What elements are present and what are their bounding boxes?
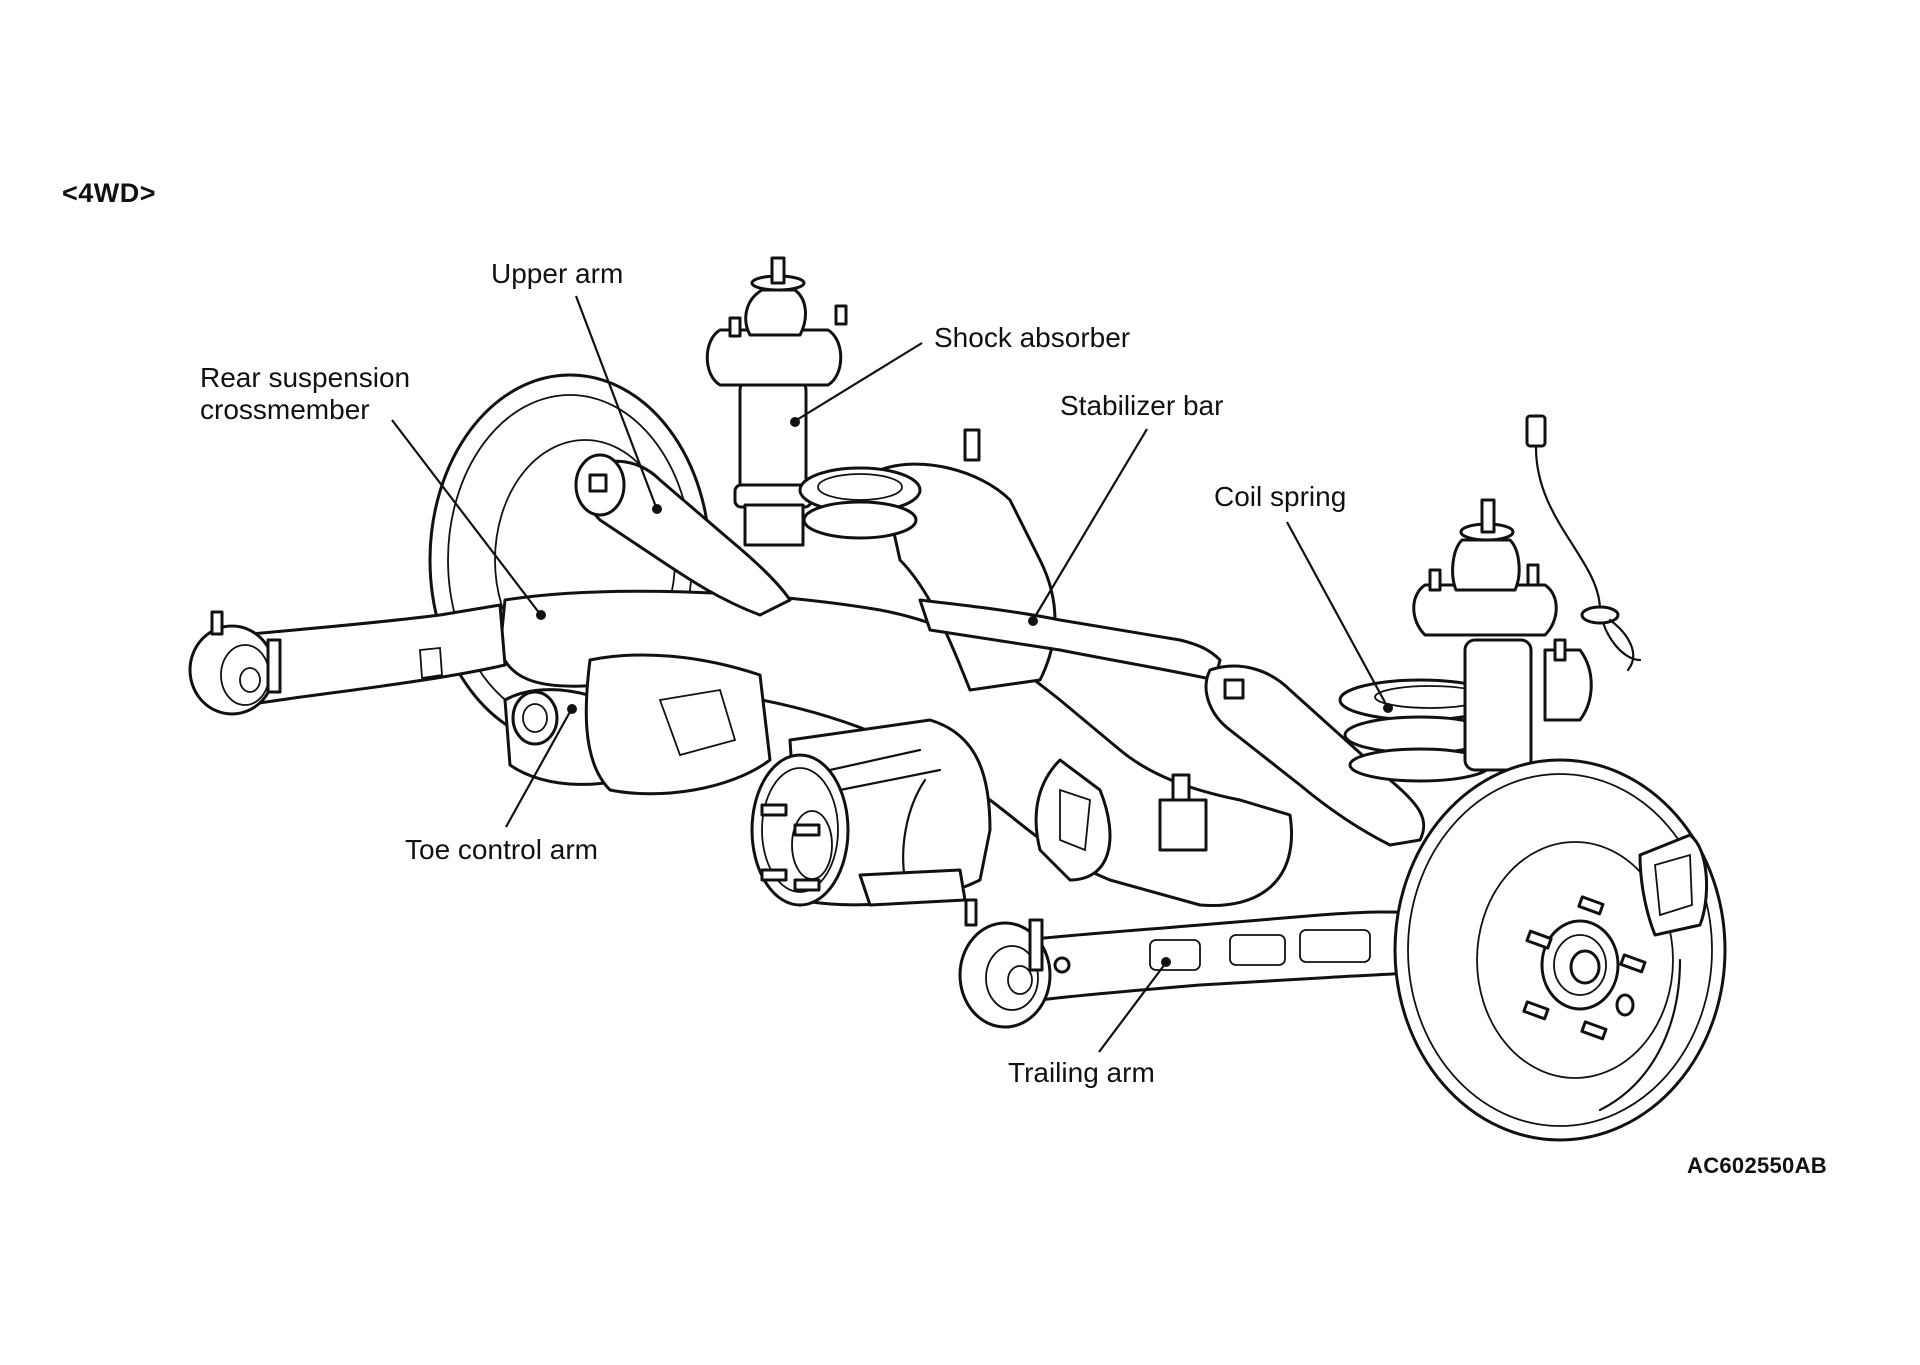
abs-sensor bbox=[1525, 414, 1642, 722]
label-trailing-arm: Trailing arm bbox=[1008, 1057, 1155, 1088]
stabilizer-bar-part bbox=[918, 428, 1222, 682]
leader-dot-coil-spring bbox=[1383, 703, 1393, 713]
right-brake-disc bbox=[1393, 758, 1727, 1142]
leader-dot-toe-control-arm bbox=[567, 704, 577, 714]
leader-crossmember bbox=[391, 419, 541, 615]
leader-shock-absorber bbox=[794, 342, 923, 422]
differential-part bbox=[750, 718, 992, 907]
label-upper-arm: Upper arm bbox=[491, 258, 624, 289]
right-coil-spring bbox=[1338, 678, 1502, 783]
leader-dot-stabilizer-bar bbox=[1028, 616, 1038, 626]
leader-dot-trailing-arm bbox=[1161, 957, 1171, 967]
right-upper-arm bbox=[1204, 664, 1426, 847]
label-coil-spring: Coil spring bbox=[1214, 481, 1347, 512]
trailing-arm-part bbox=[958, 898, 1442, 1029]
leader-stabilizer-bar bbox=[1032, 428, 1148, 621]
leader-dot-shock-absorber bbox=[790, 417, 800, 427]
upper-arm-part bbox=[574, 453, 792, 617]
label-toe-control-arm: Toe control arm bbox=[405, 834, 598, 865]
left-coil-spring bbox=[798, 466, 922, 540]
label-shock-absorber: Shock absorber bbox=[934, 322, 1131, 353]
label-rear-suspension-crossmember: Rear suspension crossmember bbox=[200, 362, 411, 425]
leader-trailing-arm bbox=[1098, 963, 1166, 1053]
leader-toe-control-arm bbox=[505, 709, 572, 828]
leader-upper-arm bbox=[574, 295, 658, 508]
left-lateral-arm bbox=[188, 603, 507, 716]
leader-dot-crossmember bbox=[536, 610, 546, 620]
left-shock-absorber bbox=[705, 256, 848, 547]
figure-id: AC602550AB bbox=[1687, 1153, 1827, 1178]
right-shock-absorber bbox=[1412, 498, 1558, 772]
variant-label: <4WD> bbox=[62, 178, 157, 208]
label-stabilizer-bar: Stabilizer bar bbox=[1060, 390, 1224, 421]
leader-coil-spring bbox=[1286, 521, 1388, 707]
leader-dot-upper-arm bbox=[652, 504, 662, 514]
leader-lines bbox=[391, 295, 1393, 1053]
